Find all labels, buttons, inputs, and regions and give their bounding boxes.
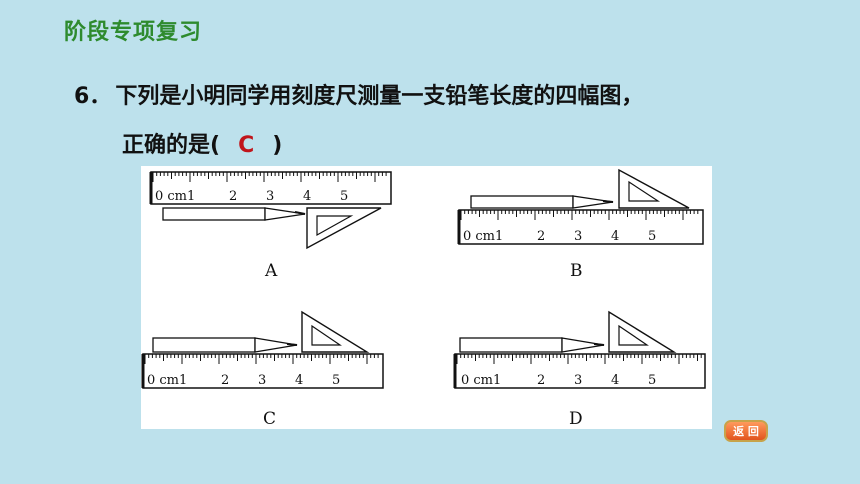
answer-choice: C [238, 133, 255, 158]
figure-d: 0 cm1 2 3 4 5 D [453, 310, 706, 429]
figure-panel: 0 cm1 2 3 4 5 A 0 cm1 2 3 [141, 166, 712, 429]
ruler-d-tick-2: 2 [537, 373, 545, 388]
ruler-c-zero-unit: 0 cm1 [147, 373, 187, 388]
figure-c-label: C [263, 409, 276, 429]
figure-b-label: B [570, 261, 583, 281]
figure-c: 0 cm1 2 3 4 5 C [141, 310, 384, 429]
figure-b: 0 cm1 2 3 4 5 B [457, 168, 704, 281]
ruler-a-zero-unit: 0 cm1 [155, 189, 195, 204]
ruler-a-tick-2: 2 [229, 189, 237, 204]
ruler-c-tick-4: 4 [295, 373, 303, 388]
ruler-b-zero-unit: 0 cm1 [463, 229, 503, 244]
answer-prefix: 正确的是( [122, 133, 221, 158]
answer-suffix: ) [272, 133, 283, 158]
section-title: 阶段专项复习 [64, 20, 203, 45]
ruler-b-tick-4: 4 [611, 229, 619, 244]
ruler-figures: 0 cm1 2 3 4 5 A 0 cm1 2 3 [141, 168, 706, 429]
question-number: 6． [74, 84, 112, 109]
figure-a-label: A [264, 261, 278, 281]
ruler-c-tick-5: 5 [332, 373, 340, 388]
ruler-b-tick-3: 3 [574, 229, 582, 244]
ruler-b-tick-2: 2 [537, 229, 545, 244]
question-line-1: 6．下列是小明同学用刻度尺测量一支铅笔长度的四幅图， [74, 78, 643, 110]
ruler-a-tick-3: 3 [266, 189, 274, 204]
ruler-a-tick-4: 4 [303, 189, 311, 204]
ruler-c-tick-2: 2 [221, 373, 229, 388]
ruler-c-tick-3: 3 [258, 373, 266, 388]
question-line-2: 正确的是( C) [122, 127, 282, 159]
figure-d-label: D [569, 409, 583, 429]
ruler-b-tick-5: 5 [648, 229, 656, 244]
ruler-d-zero-unit: 0 cm1 [461, 373, 501, 388]
ruler-d-tick-3: 3 [574, 373, 582, 388]
ruler-d-tick-4: 4 [611, 373, 619, 388]
figure-a: 0 cm1 2 3 4 5 A [149, 171, 392, 281]
ruler-a-tick-5: 5 [340, 189, 348, 204]
back-button[interactable]: 返 回 [724, 420, 768, 442]
ruler-d-tick-5: 5 [648, 373, 656, 388]
question-text: 下列是小明同学用刻度尺测量一支铅笔长度的四幅图， [115, 84, 644, 109]
